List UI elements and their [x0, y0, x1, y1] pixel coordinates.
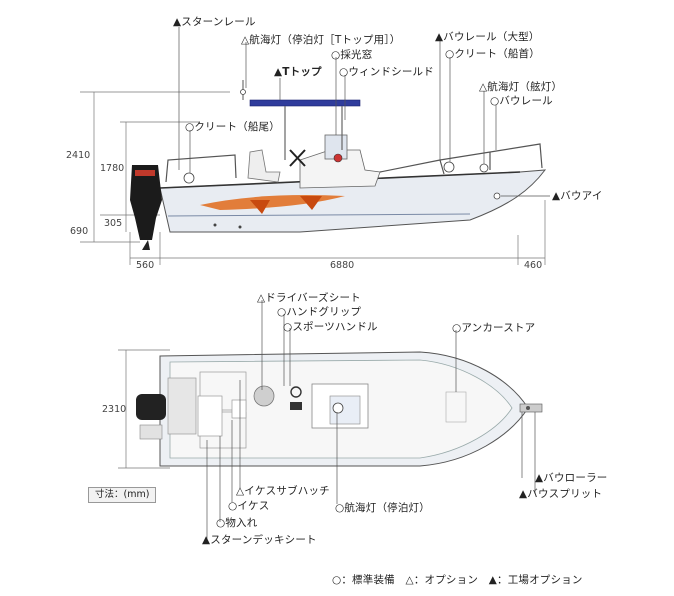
side-hull: [159, 169, 547, 233]
label-live-well: ○イケス: [228, 500, 270, 512]
legend: ○：標準装備 △：オプション ▲：工場オプション: [332, 574, 583, 586]
top-dimension-lines: [118, 349, 170, 469]
dim-height-1780: 1780: [100, 163, 125, 174]
side-leader-lines: [178, 27, 550, 197]
label-bow-rail: ○バウレール: [490, 95, 553, 107]
label-bow-rail-large: ▲バウレール（大型）: [435, 31, 540, 43]
label-fish-hatch: △イケスサブハッチ: [236, 485, 330, 497]
label-drivers-seat: △ドライバーズシート: [257, 292, 361, 304]
side-markers: [183, 161, 501, 200]
label-bowsprit: ▲バウスプリット: [519, 488, 603, 500]
dim-length-6880: 6880: [330, 260, 355, 271]
label-stern-rail: ▲スターンレール: [173, 16, 256, 28]
top-bow-roller: [519, 403, 543, 413]
top-outboard: [136, 394, 166, 440]
unit-note: 寸法：(mm): [88, 487, 157, 503]
label-nav-light-bow: △航海灯（舷灯）: [479, 81, 563, 93]
label-anchor-store: ○アンカーストア: [452, 322, 536, 334]
label-nav-light-anchor: ○航海灯（停泊灯）: [335, 502, 430, 514]
side-outboard: [130, 165, 162, 250]
label-cleat-stern: ○クリート（船尾）: [185, 121, 280, 133]
label-bow-roller: ▲バウローラー: [535, 472, 608, 484]
top-leader-lines: [206, 300, 536, 540]
side-dimension-lines: [80, 91, 546, 265]
dim-beam-2310: 2310: [102, 404, 127, 415]
dim-height-690: 690: [70, 226, 89, 237]
label-skylight: ○採光窓: [331, 49, 373, 61]
side-t-top: [240, 80, 361, 160]
dim-total-height: 2410: [66, 150, 91, 161]
label-cleat-bow: ○クリート（船首）: [445, 48, 540, 60]
label-sports-handle: ○スポーツハンドル: [283, 321, 378, 333]
label-t-top: ▲Tトップ: [274, 66, 322, 78]
label-stern-deck-seat: ▲スターンデッキシート: [202, 534, 317, 546]
label-nav-light-anchor-ttop: △航海灯（停泊灯［Tトップ用］）: [241, 34, 401, 46]
label-bow-eye: ▲バウアイ: [552, 190, 603, 202]
side-console: [247, 134, 381, 189]
top-hull: [159, 351, 529, 467]
label-hand-grip: ○ハンドグリップ: [277, 306, 362, 318]
dim-height-305: 305: [104, 218, 123, 229]
dim-rear-560: 560: [136, 260, 155, 271]
side-rails: [165, 143, 543, 183]
dim-front-460: 460: [524, 260, 543, 271]
label-windshield: ○ウィンドシールド: [339, 66, 434, 78]
label-storage: ○物入れ: [216, 517, 258, 529]
